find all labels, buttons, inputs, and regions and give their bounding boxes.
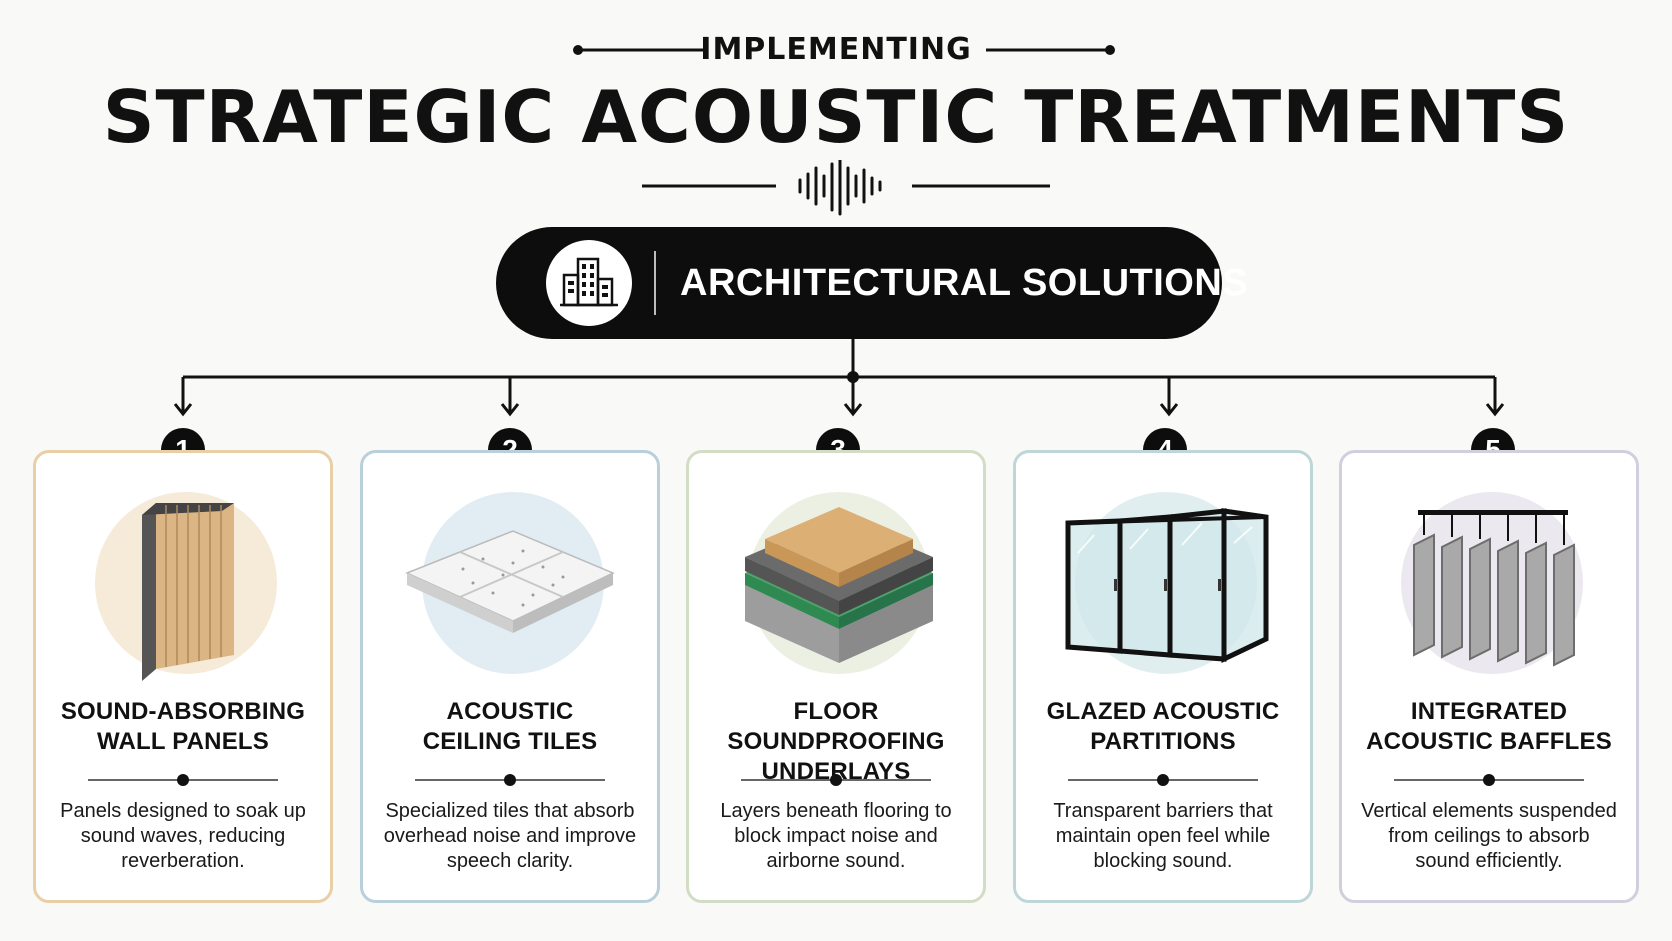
card-description: Vertical elements suspended from ceiling… [1361,800,1617,872]
card-description: Panels designed to soak up sound waves, … [60,800,306,872]
divider-rule [741,774,931,786]
divider-rule [415,774,605,786]
hanging-baffles-icon [1401,492,1583,674]
divider-rule [1068,774,1258,786]
card-title: ACOUSTIC CEILING TILES [422,698,598,755]
divider-rule [88,774,278,786]
ceiling-tiles-icon [405,492,615,674]
card-floor-underlays: FLOOR SOUNDPROOFING UNDERLAYS Layers ben… [686,450,986,903]
card-description: Specialized tiles that absorb overhead n… [383,800,637,872]
floor-underlay-icon [745,492,933,674]
page-title: STRATEGIC ACOUSTIC TREATMENTS [102,75,1570,159]
building-icon [546,240,632,326]
architectural-solutions-hub: ARCHITECTURAL SOLUTIONS [496,227,1248,339]
card-description: Layers beneath flooring to block impact … [720,800,952,872]
divider-rule [1394,774,1584,786]
card-title: INTEGRATED ACOUSTIC BAFFLES [1366,698,1612,755]
wall-panel-icon [95,492,277,681]
glass-partition-icon [1065,492,1269,674]
card-glazed-partitions: GLAZED ACOUSTIC PARTITIONS Transparent b… [1013,450,1313,903]
header-kicker: IMPLEMENTING [700,32,972,67]
soundwave-icon [642,160,1050,216]
card-ceiling-tiles: ACOUSTIC CEILING TILES Specialized tiles… [360,450,660,903]
card-title: GLAZED ACOUSTIC PARTITIONS [1046,698,1280,755]
hub-label: ARCHITECTURAL SOLUTIONS [680,262,1249,304]
card-title: SOUND-ABSORBING WALL PANELS [60,698,306,755]
kicker-decoration [573,45,1115,55]
card-description: Transparent barriers that maintain open … [1053,800,1273,872]
card-acoustic-baffles: INTEGRATED ACOUSTIC BAFFLES Vertical ele… [1339,450,1639,903]
card-wall-panels: SOUND-ABSORBING WALL PANELS Panels desig… [33,450,333,903]
hub-divider [654,251,656,315]
